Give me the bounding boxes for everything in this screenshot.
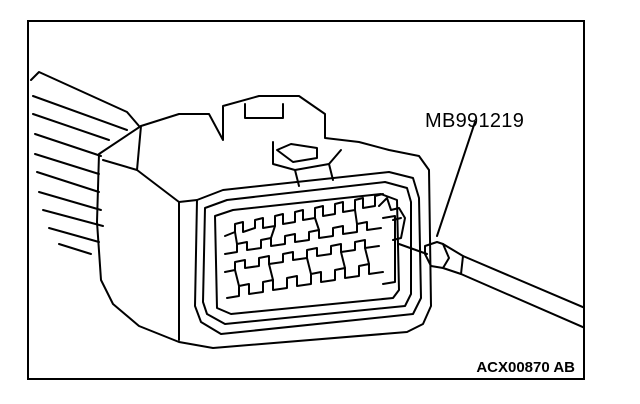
terminal-clip (378, 197, 406, 241)
terminal-row-upper (224, 193, 384, 255)
terminal-row-lower (224, 215, 396, 299)
wire-harness (30, 71, 140, 255)
special-tool-probe (398, 121, 583, 329)
figure-id: ACX00870 AB (476, 359, 575, 376)
connector-face (194, 171, 422, 335)
callout-label: MB991219 (425, 110, 525, 132)
connector-illustration (30, 71, 583, 349)
figure-frame: MB991219 ACX00870 AB (27, 20, 585, 380)
connector-housing (96, 95, 432, 349)
